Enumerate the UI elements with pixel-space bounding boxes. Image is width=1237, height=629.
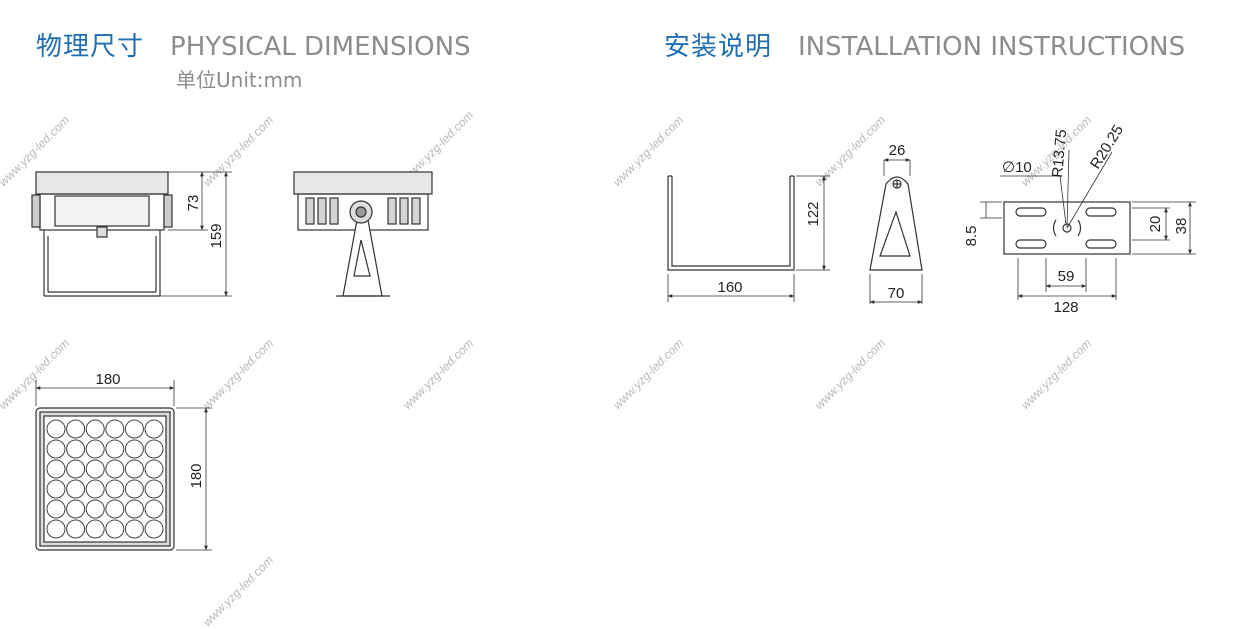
led-lens bbox=[144, 459, 164, 479]
technical-drawing: 73 159 180 180 bbox=[31, 122, 1196, 551]
led-lens bbox=[46, 479, 66, 499]
led-lens bbox=[124, 499, 144, 519]
led-lens bbox=[66, 499, 86, 519]
dim-radius-inner: R13.75 bbox=[1049, 129, 1070, 179]
led-lens bbox=[105, 479, 125, 499]
installation-title-en: INSTALLATION INSTRUCTIONS bbox=[798, 32, 1186, 62]
led-lens bbox=[85, 419, 105, 439]
led-lens bbox=[105, 419, 125, 439]
dim-side-total-height: 159 bbox=[208, 223, 225, 248]
led-lens bbox=[124, 459, 144, 479]
led-lens bbox=[105, 519, 125, 539]
led-lens bbox=[105, 459, 125, 479]
led-lens bbox=[85, 439, 105, 459]
led-lens bbox=[46, 419, 66, 439]
led-lens bbox=[46, 519, 66, 539]
led-lens bbox=[124, 519, 144, 539]
installation-heading: 安装说明 INSTALLATION INSTRUCTIONS bbox=[664, 26, 1185, 63]
unit-label: 单位Unit:mm bbox=[176, 68, 303, 92]
led-lens bbox=[46, 459, 66, 479]
led-lens bbox=[66, 459, 86, 479]
dim-bracket-height: 122 bbox=[805, 201, 822, 226]
dim-plate-offset: 8.5 bbox=[963, 226, 980, 247]
mount-plate-top-dimensions bbox=[980, 149, 1196, 300]
led-lens bbox=[144, 479, 164, 499]
dim-hole-diameter: ∅10 bbox=[1002, 159, 1032, 176]
led-lens bbox=[85, 499, 105, 519]
side-view bbox=[31, 171, 173, 297]
led-lens bbox=[105, 439, 125, 459]
u-bracket-dimensions bbox=[667, 175, 830, 302]
led-lens bbox=[46, 499, 66, 519]
led-lens bbox=[144, 439, 164, 459]
led-lens bbox=[144, 499, 164, 519]
led-lens bbox=[66, 479, 86, 499]
back-view bbox=[293, 171, 433, 297]
led-lens bbox=[66, 519, 86, 539]
mount-plate-top-view bbox=[1003, 201, 1131, 255]
led-lens bbox=[124, 479, 144, 499]
led-lens bbox=[144, 419, 164, 439]
mount-plate bbox=[869, 176, 923, 271]
dim-front-width: 180 bbox=[95, 371, 120, 388]
physical-dimensions-title-cn: 物理尺寸 bbox=[36, 32, 145, 62]
front-view-dimensions bbox=[35, 380, 212, 551]
led-lens bbox=[66, 419, 86, 439]
dim-side-upper-height: 73 bbox=[185, 195, 202, 212]
led-lens bbox=[85, 519, 105, 539]
side-view-dimensions bbox=[160, 171, 232, 297]
led-lens bbox=[85, 479, 105, 499]
led-array bbox=[46, 419, 164, 539]
led-lens bbox=[105, 499, 125, 519]
dim-plate-top-width: 26 bbox=[889, 142, 906, 159]
u-bracket bbox=[667, 175, 795, 271]
led-lens bbox=[124, 419, 144, 439]
dim-plate-length: 128 bbox=[1053, 299, 1078, 316]
dim-bracket-width: 160 bbox=[717, 279, 742, 296]
physical-dimensions-heading: 物理尺寸 PHYSICAL DIMENSIONS bbox=[36, 26, 471, 63]
led-lens bbox=[66, 439, 86, 459]
dim-radius-outer: R20.25 bbox=[1087, 122, 1127, 172]
led-lens bbox=[144, 519, 164, 539]
led-lens bbox=[46, 439, 66, 459]
dim-front-height: 180 bbox=[188, 463, 205, 488]
dim-plate-base-width: 70 bbox=[888, 285, 905, 302]
dim-slot-spacing: 59 bbox=[1058, 268, 1075, 285]
led-lens bbox=[85, 459, 105, 479]
led-lens bbox=[124, 439, 144, 459]
mount-plate-dimensions bbox=[869, 158, 923, 304]
physical-dimensions-title-en: PHYSICAL DIMENSIONS bbox=[170, 32, 471, 62]
dim-plate-height: 38 bbox=[1173, 218, 1190, 235]
dim-slot-height: 20 bbox=[1147, 216, 1164, 233]
installation-title-cn: 安装说明 bbox=[664, 32, 773, 62]
